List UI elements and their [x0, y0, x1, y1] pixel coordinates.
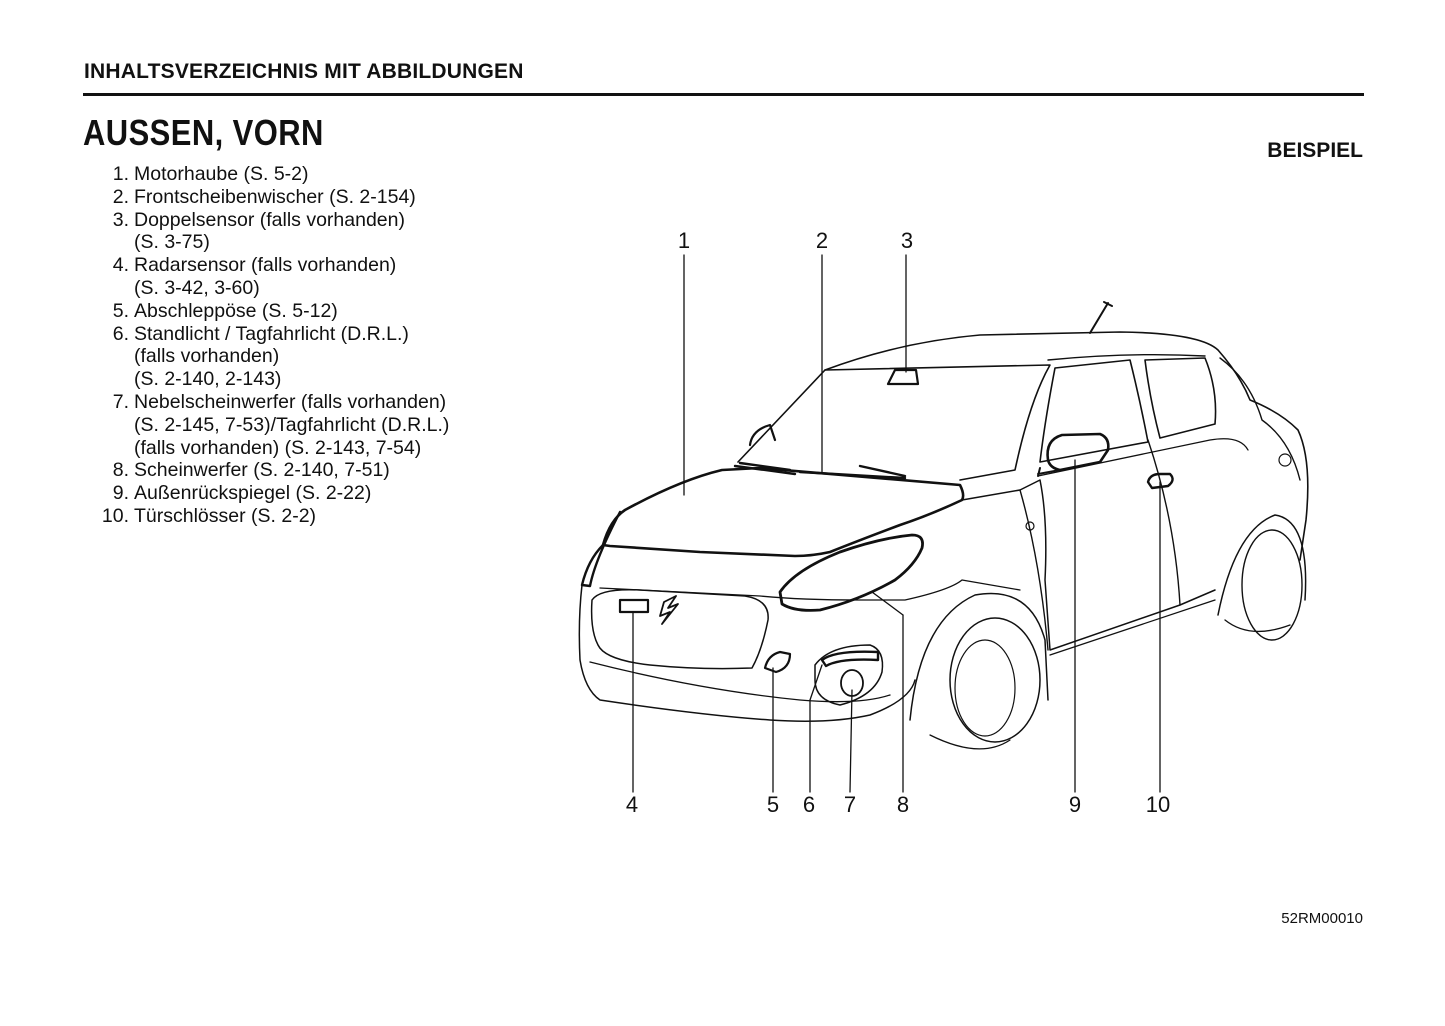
car-front-illustration: 1 2 3 4 5 6 7 8 9 10	[560, 210, 1340, 830]
item-text: Frontscheibenwischer (S. 2-154)	[134, 185, 416, 208]
right-mirror-drawing	[1046, 432, 1110, 472]
rear-wheel-arch	[1217, 514, 1307, 616]
item-text: Radarsensor (falls vorhanden) (S. 3-42, …	[134, 254, 397, 299]
rear-tire	[1241, 529, 1303, 641]
list-item: 5.Abschleppöse (S. 5-12)	[90, 300, 530, 323]
rear-quarter-drawing	[1219, 357, 1301, 481]
list-item: 7.Nebelscheinwerfer (falls vorhanden) (S…	[90, 391, 530, 459]
wiper-left	[733, 461, 797, 476]
hood-front-edge	[580, 510, 622, 588]
tow-hook-cover	[763, 650, 792, 674]
roof-drawing	[824, 331, 1309, 561]
front-bumper-drawing	[578, 584, 916, 722]
page-header-title: INHALTSVERZEICHNIS MIT ABBILDUNGEN	[84, 60, 524, 83]
item-text: Standlicht / Tagfahrlicht (D.R.L.) (fall…	[134, 322, 409, 391]
callout-7: 7	[844, 792, 856, 817]
front-tire-inner	[954, 639, 1016, 737]
callout-1: 1	[678, 228, 690, 253]
door-handle-drawing	[1146, 472, 1174, 490]
item-number: 8.	[112, 459, 129, 482]
header-divider	[83, 93, 1364, 96]
list-item: 3.Doppelsensor (falls vorhanden) (S. 3-7…	[90, 209, 530, 255]
side-marker-dot	[1025, 521, 1035, 531]
item-number: 2.	[112, 185, 129, 208]
callout-3: 3	[901, 228, 913, 253]
item-text: Nebelscheinwerfer (falls vorhanden) (S. …	[134, 390, 450, 459]
list-item: 4.Radarsensor (falls vorhanden) (S. 3-42…	[90, 254, 530, 300]
item-text: Doppelsensor (falls vorhanden) (S. 3-75)	[134, 208, 405, 254]
car-drawing: 1 2 3 4 5 6 7 8 9 10	[578, 228, 1309, 817]
item-text: Türschlösser (S. 2-2)	[134, 504, 317, 527]
item-text: Motorhaube (S. 5-2)	[134, 163, 309, 185]
belt-line	[1037, 438, 1249, 477]
figure-code: 52RM00010	[1281, 910, 1363, 927]
brand-logo	[659, 595, 679, 625]
callout-6: 6	[803, 792, 815, 817]
front-wheel-bottom	[929, 734, 1011, 750]
item-text: Abschleppöse (S. 5-12)	[134, 299, 338, 322]
list-item: 10.Türschlösser (S. 2-2)	[90, 505, 530, 528]
callout-line-8	[871, 591, 904, 616]
callout-5: 5	[767, 792, 779, 817]
list-item: 6.Standlicht / Tagfahrlicht (D.R.L.) (fa…	[90, 323, 530, 391]
mirror-arm	[1037, 467, 1061, 477]
roof-edge-drawing	[1047, 353, 1206, 361]
left-mirror-drawing	[748, 423, 777, 447]
item-number: 4.	[112, 254, 129, 277]
callout-4: 4	[626, 792, 638, 817]
front-tire	[949, 617, 1041, 743]
component-list: 1.Motorhaube (S. 5-2) 2.Frontscheibenwis…	[90, 163, 530, 528]
example-label: BEISPIEL	[1267, 139, 1363, 162]
callout-lines	[632, 254, 1161, 793]
bumper-upper-line	[599, 579, 1021, 601]
bumper-lower-line	[589, 661, 891, 703]
door-line-front	[1019, 489, 1049, 651]
rear-light-circle	[1278, 453, 1292, 467]
antenna-drawing	[1089, 301, 1113, 334]
item-text: Scheinwerfer (S. 2-140, 7-51)	[134, 459, 390, 482]
callout-line-6	[809, 664, 823, 701]
front-grille-drawing	[590, 588, 769, 670]
callout-2: 2	[816, 228, 828, 253]
windshield-drawing	[737, 364, 1051, 481]
item-number: 5.	[112, 299, 129, 322]
item-text: Außenrückspiegel (S. 2-22)	[134, 482, 372, 505]
callout-8: 8	[897, 792, 909, 817]
headlight-drawing	[778, 533, 924, 612]
item-number: 6.	[112, 322, 129, 345]
windshield-sensor	[886, 368, 920, 386]
fog-light-housing	[814, 644, 884, 706]
rear-bottom	[1224, 619, 1291, 633]
list-item: 1.Motorhaube (S. 5-2)	[90, 163, 530, 186]
item-number: 7.	[112, 390, 129, 413]
callout-9: 9	[1069, 792, 1081, 817]
section-title: AUSSEN, VORN	[83, 112, 324, 153]
hood-drawing	[601, 466, 965, 558]
drl-strip	[820, 650, 880, 668]
item-number: 3.	[112, 208, 129, 231]
radar-sensor-drawing	[618, 598, 650, 614]
side-body-drawing	[961, 479, 1216, 651]
wiper-right	[798, 464, 907, 480]
list-item: 8.Scheinwerfer (S. 2-140, 7-51)	[90, 459, 530, 482]
door-line-rear	[1147, 439, 1181, 606]
list-item: 2.Frontscheibenwischer (S. 2-154)	[90, 186, 530, 209]
callout-line-7	[849, 689, 853, 793]
front-wheel-arch	[909, 592, 1049, 721]
rear-side-window	[1144, 357, 1217, 439]
side-sill	[1049, 599, 1216, 656]
item-number: 9.	[112, 482, 129, 505]
item-number: 1.	[112, 163, 129, 185]
item-number: 10.	[101, 504, 129, 527]
list-item: 9.Außenrückspiegel (S. 2-22)	[90, 482, 530, 505]
front-side-window	[1039, 359, 1149, 463]
callout-10: 10	[1146, 792, 1170, 817]
